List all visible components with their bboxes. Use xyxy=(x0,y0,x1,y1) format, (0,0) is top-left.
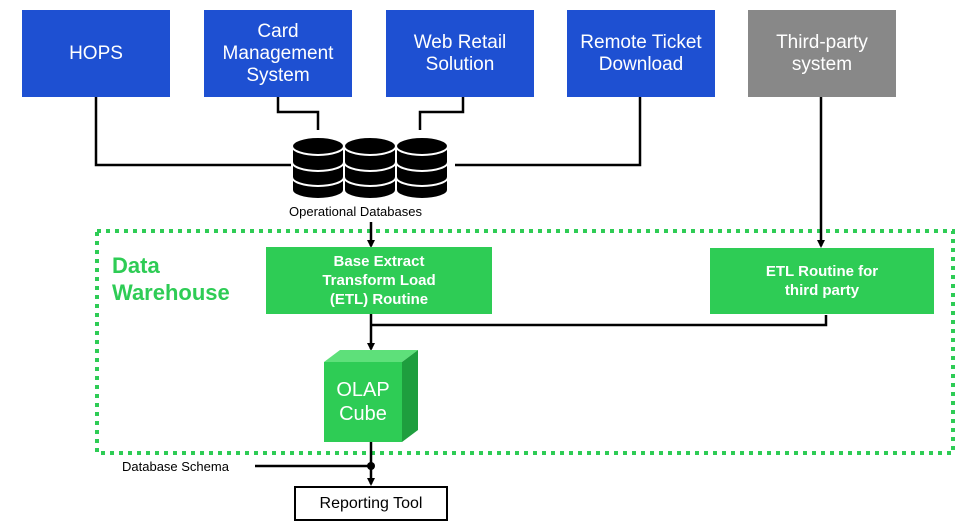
card-connector xyxy=(276,97,320,130)
web-connector xyxy=(418,97,465,130)
schema-junction-dot xyxy=(367,462,375,470)
data-warehouse-label: Data Warehouse xyxy=(112,253,230,305)
remote-connector xyxy=(455,97,642,167)
base-etl-routine-box: Base Extract Transform Load (ETL) Routin… xyxy=(266,247,492,314)
olap-cube-shape xyxy=(324,350,418,442)
reporting-tool-box: Reporting Tool xyxy=(294,486,448,521)
hops-connector xyxy=(94,97,292,167)
card-management-system-box: Card Management System xyxy=(204,10,352,97)
operational-databases-icon xyxy=(291,136,449,200)
database-schema-label: Database Schema xyxy=(122,459,229,474)
web-retail-solution-box: Web Retail Solution xyxy=(386,10,534,97)
third-party-etl-routine-box: ETL Routine for third party xyxy=(710,248,934,314)
operational-databases-label: Operational Databases xyxy=(289,204,422,219)
third-party-system-box: Third-party system xyxy=(748,10,896,97)
data-warehouse-boundary xyxy=(95,229,955,455)
remote-ticket-download-box: Remote Ticket Download xyxy=(567,10,715,97)
etl-merge-connector xyxy=(371,315,828,327)
source-connectors xyxy=(94,97,642,167)
olap-cube-label: OLAP Cube xyxy=(336,379,390,425)
hops-system-box: HOPS xyxy=(22,10,170,97)
